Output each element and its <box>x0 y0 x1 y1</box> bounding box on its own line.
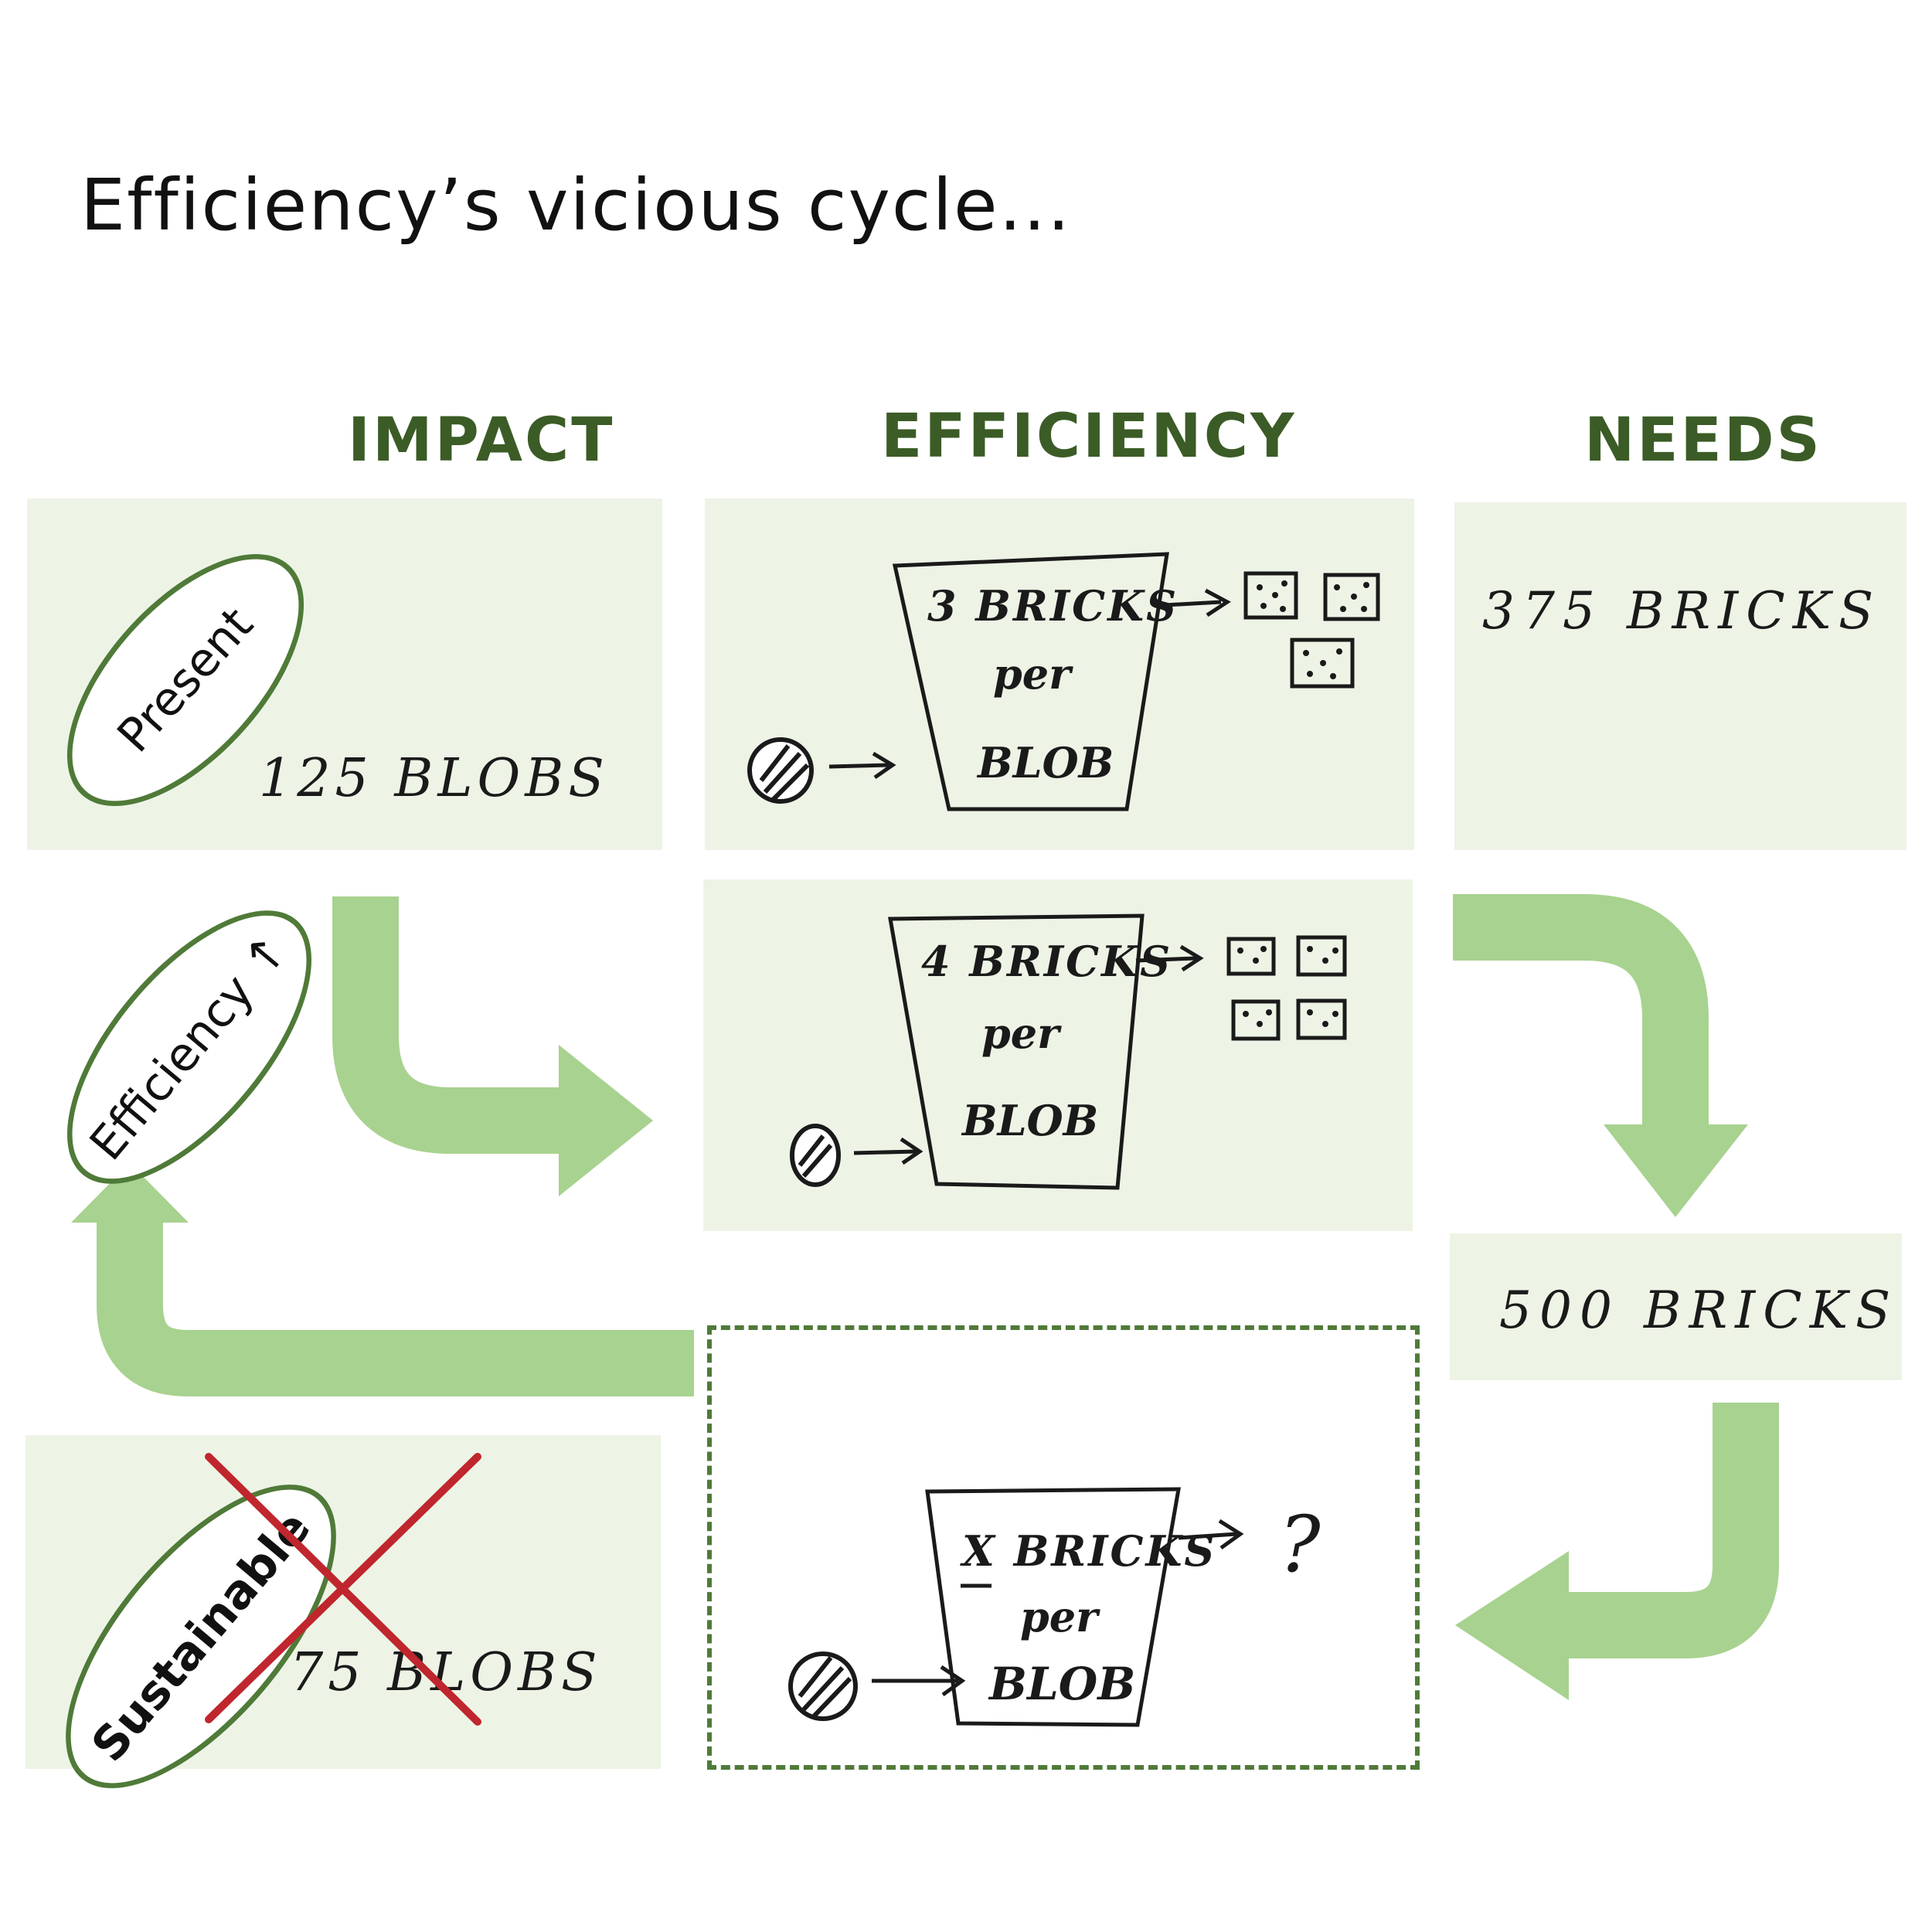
bucket-1-bricks-dots <box>1257 580 1369 679</box>
arrowhead-up <box>71 1163 189 1223</box>
bucket-2-drawing <box>853 913 1347 1190</box>
column-heading-needs: NEEDS <box>1584 406 1822 475</box>
bucket-2-bricks-dots <box>1237 946 1338 1027</box>
column-heading-impact: IMPACT <box>348 406 615 475</box>
unknown-output-mark: ? <box>1279 1499 1321 1590</box>
bucket-3-line3: BLOB <box>989 1658 1136 1710</box>
flow-arrow-back-to-efficiency <box>97 1221 694 1396</box>
needs-increased-value: 500 BRICKS <box>1499 1281 1899 1340</box>
needs-present-value: 375 BRICKS <box>1482 581 1882 641</box>
arrowhead-left <box>1455 1551 1569 1700</box>
bucket-2-line2: per <box>981 1009 1060 1058</box>
bucket-3-line2: per <box>1020 1592 1098 1641</box>
arrowhead-right <box>559 1045 653 1196</box>
bucket-2-line1: 4 BRICKS <box>921 937 1173 986</box>
flow-arrow-to-efficiency <box>332 896 572 1154</box>
arrowhead-down <box>1604 1124 1748 1217</box>
bucket-1-line3: BLOB <box>978 738 1114 787</box>
blob-1 <box>747 737 814 804</box>
blob-2 <box>790 1124 841 1187</box>
diagram-title: Efficiency’s vicious cycle... <box>80 164 1072 247</box>
bucket-3-drawing <box>872 1487 1244 1727</box>
bucket-1-drawing <box>828 552 1380 811</box>
bucket-2-line3: BLOB <box>962 1096 1099 1145</box>
needs-increased-panel <box>1450 1233 1902 1380</box>
needs-present-panel <box>1454 502 1906 850</box>
column-heading-efficiency: EFFICIENCY <box>881 402 1297 471</box>
bucket-1-line2: per <box>993 649 1071 699</box>
blob-3 <box>788 1651 858 1721</box>
flow-arrow-to-unknown <box>1553 1403 1779 1658</box>
present-impact-value: 125 BLOBS <box>259 748 609 809</box>
bucket-1-line1: 3 BRICKS <box>927 581 1179 631</box>
bucket-3-line1: X BRICKS <box>962 1526 1217 1576</box>
flow-arrow-to-needs <box>1453 894 1709 1128</box>
